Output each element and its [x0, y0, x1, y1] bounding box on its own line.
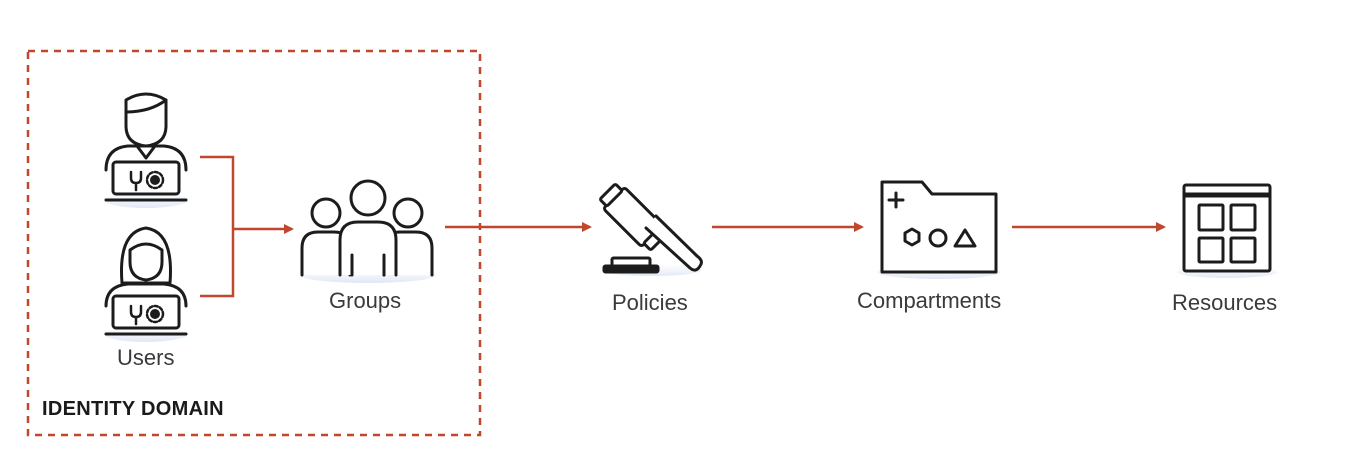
connector-user2-groups	[200, 229, 235, 298]
resources-label: Resources	[1172, 290, 1278, 315]
grid-window-icon	[1177, 183, 1277, 278]
compartments-label: Compartments	[857, 288, 1002, 313]
user-icon	[104, 92, 188, 208]
groups-label: Groups	[329, 288, 402, 313]
connectors	[200, 155, 1166, 298]
connector-user1-groups	[200, 155, 235, 229]
users-label: Users	[117, 345, 175, 370]
identity-domain-box	[26, 49, 482, 437]
folder-shapes-icon	[877, 180, 1001, 279]
user-icon	[104, 226, 188, 342]
gavel-icon	[599, 183, 703, 276]
identity-domain-label: IDENTITY DOMAIN	[42, 398, 224, 420]
group-icon	[300, 179, 436, 283]
policies-label: Policies	[612, 290, 688, 315]
